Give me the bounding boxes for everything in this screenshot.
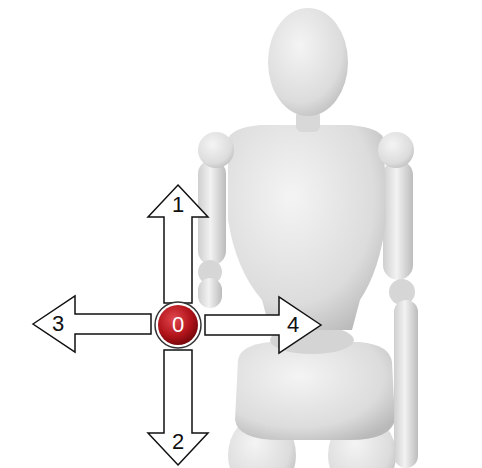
shoulder-joint xyxy=(378,132,414,168)
upper-arm xyxy=(383,160,413,280)
direction-arrow: 3 xyxy=(33,296,151,352)
direction-arrow: 2 xyxy=(148,350,208,465)
direction-number: 2 xyxy=(172,430,184,454)
origin-marker: 0 xyxy=(154,301,202,349)
forearm xyxy=(198,278,222,308)
direction-arrow: 1 xyxy=(148,185,208,303)
arrow-shape xyxy=(33,296,151,352)
marker-ring xyxy=(155,302,201,348)
arrow-shape xyxy=(148,350,208,465)
shoulder-joint xyxy=(198,132,234,168)
arrow-outline xyxy=(33,296,151,352)
arrow-outline xyxy=(205,297,321,353)
direction-number: 1 xyxy=(172,193,184,217)
origin-number: 0 xyxy=(172,313,184,337)
forearm xyxy=(394,300,418,468)
direction-number: 3 xyxy=(52,312,64,336)
direction-number: 4 xyxy=(287,313,299,337)
torso xyxy=(228,125,386,330)
marker-fill xyxy=(158,305,198,345)
pelvis xyxy=(235,342,395,440)
arrow-shape xyxy=(148,185,208,303)
arrow-shape xyxy=(205,297,321,353)
head xyxy=(268,8,348,116)
direction-arrow: 4 xyxy=(205,297,321,353)
